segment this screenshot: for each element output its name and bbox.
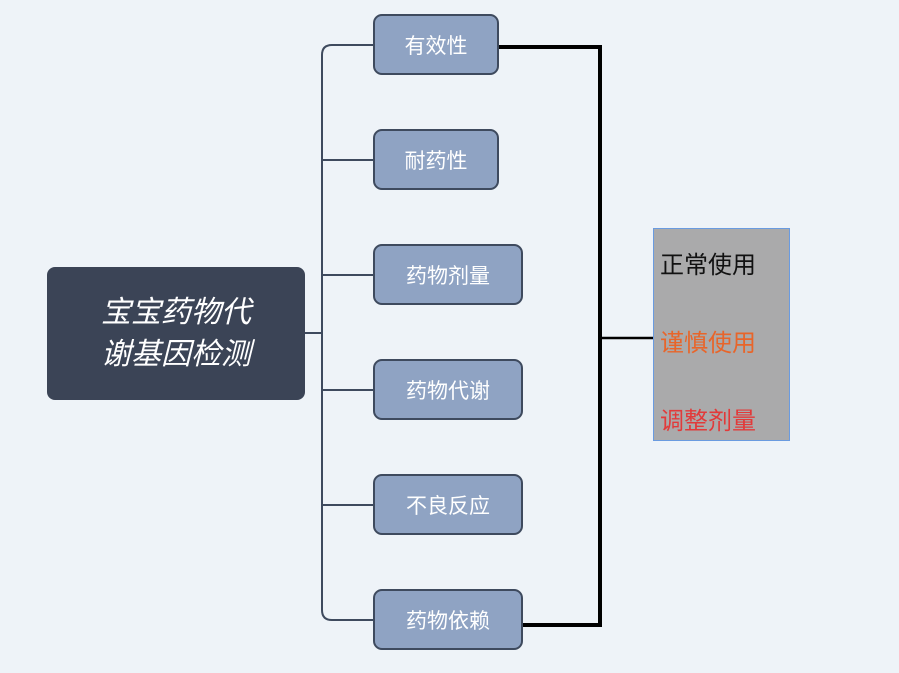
result-normal-use: 正常使用: [660, 251, 756, 279]
result-box[interactable]: 正常使用 谨慎使用 调整剂量: [653, 228, 790, 441]
tree-lines: [305, 44, 373, 621]
result-adjust-dose: 调整剂量: [660, 407, 756, 435]
node-dosage[interactable]: 药物剂量: [373, 244, 523, 305]
result-caution-use: 谨慎使用: [660, 329, 756, 357]
node-dependence[interactable]: 药物依赖: [373, 589, 523, 650]
node-metabolism[interactable]: 药物代谢: [373, 359, 523, 420]
node-efficacy[interactable]: 有效性: [373, 14, 499, 75]
root-node[interactable]: 宝宝药物代谢基因检测: [47, 267, 305, 400]
bracket-lines: [499, 45, 655, 627]
root-label: 宝宝药物代谢基因检测: [101, 294, 251, 372]
node-adverse-reaction[interactable]: 不良反应: [373, 474, 523, 535]
node-resistance[interactable]: 耐药性: [373, 129, 499, 190]
